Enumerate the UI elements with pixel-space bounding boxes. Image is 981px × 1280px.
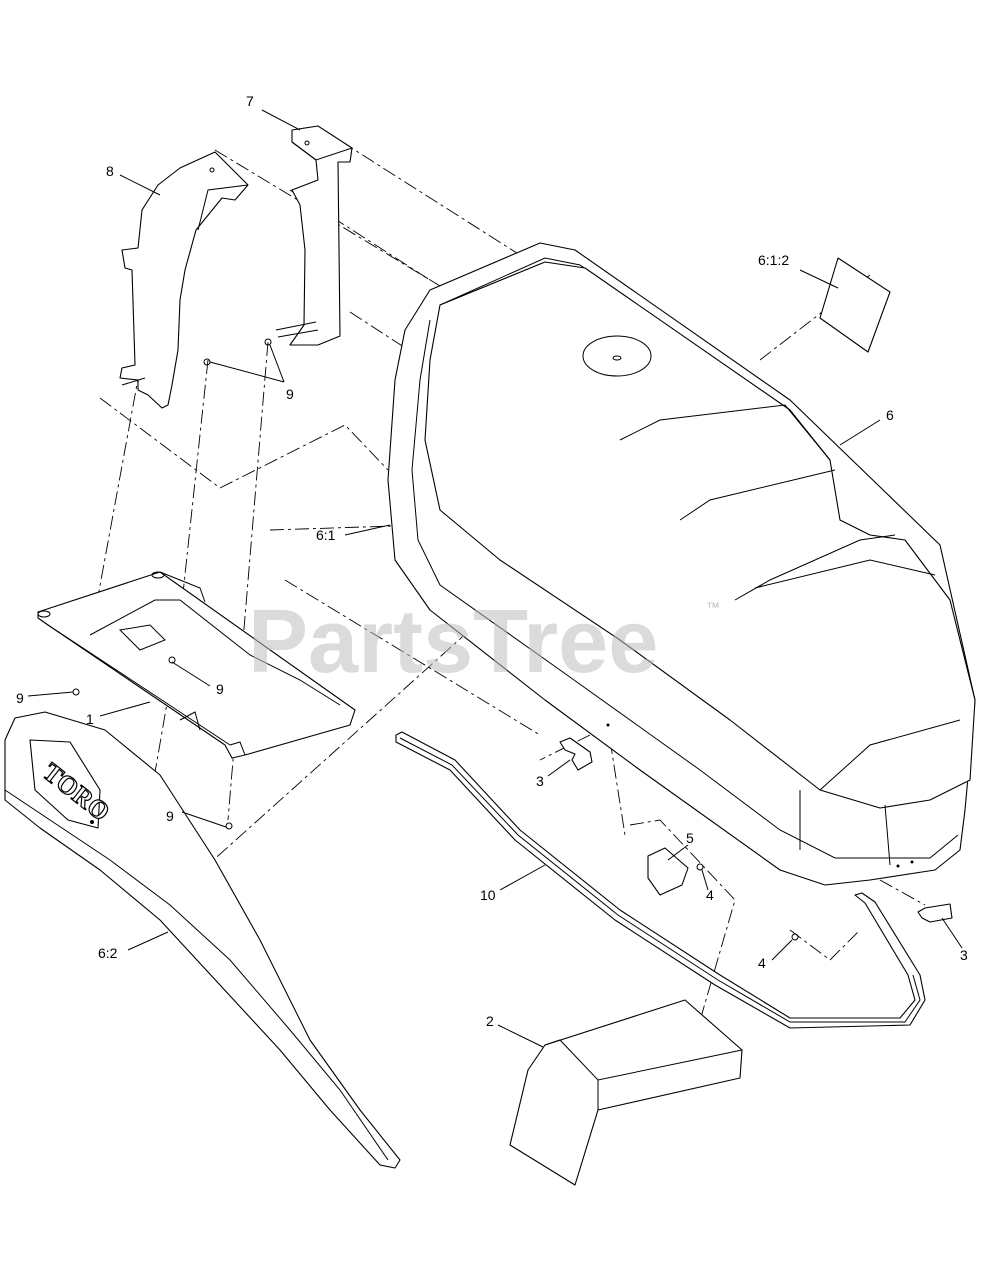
part-8-shield (119, 151, 249, 409)
part-7-bracket (275, 125, 353, 346)
callout-labels: 7 8 9 6:1:2 6 6:1 9 9 1 3 9 5 4 10 3 4 6… (16, 93, 968, 1029)
callout-6-2: 6:2 (98, 945, 118, 961)
part-10-seal-strip (395, 731, 926, 1029)
callout-9: 9 (216, 681, 224, 697)
callout-9: 9 (166, 808, 174, 824)
part-6-2-front-panel: TORO (4, 711, 401, 1169)
leader-lines (27, 109, 963, 1048)
part-2-fender (509, 999, 743, 1186)
callout-5: 5 (686, 830, 694, 846)
callout-3: 3 (536, 773, 544, 789)
toro-logo (29, 739, 101, 829)
watermark: PartsTree ™ (248, 592, 720, 692)
part-1-frame (37, 571, 356, 759)
hardware-fasteners (72, 338, 914, 941)
part-6-hood (387, 242, 976, 886)
callout-4: 4 (758, 955, 766, 971)
callout-1: 1 (86, 711, 94, 727)
callout-6-1-2: 6:1:2 (758, 252, 789, 268)
watermark-trademark: ™ (706, 599, 720, 615)
part-3-handles (559, 737, 953, 923)
part-6-1-2-decal (819, 257, 891, 353)
callout-6: 6 (886, 407, 894, 423)
callout-10: 10 (480, 887, 496, 903)
callout-9: 9 (286, 386, 294, 402)
callout-6-1: 6:1 (316, 527, 336, 543)
part-5-plate (647, 847, 689, 896)
callout-9: 9 (16, 690, 24, 706)
callout-3: 3 (960, 947, 968, 963)
watermark-text: PartsTree (248, 592, 658, 692)
callout-2: 2 (486, 1013, 494, 1029)
callout-8: 8 (106, 163, 114, 179)
callout-4: 4 (706, 887, 714, 903)
callout-7: 7 (246, 93, 254, 109)
